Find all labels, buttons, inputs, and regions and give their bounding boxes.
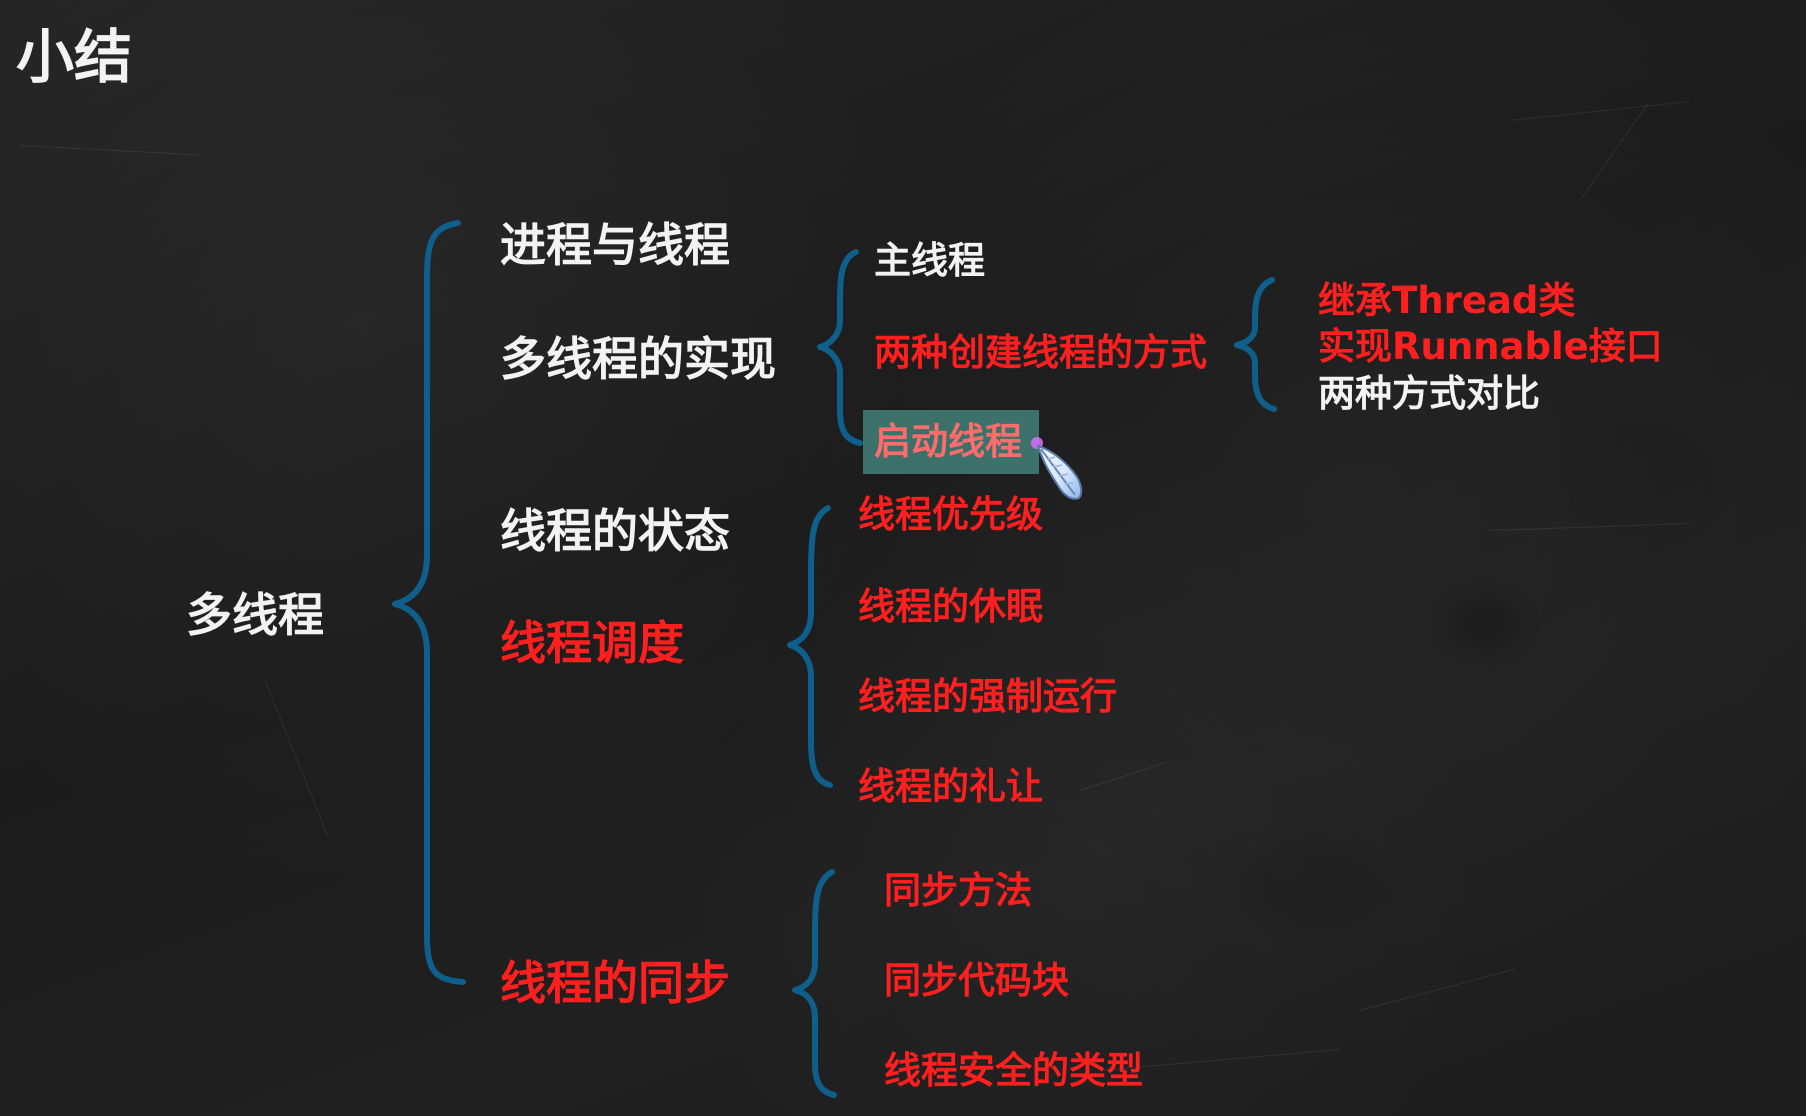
creation-methods-brace — [1234, 277, 1277, 412]
subtopic-start-thread: 启动线程 — [874, 420, 1022, 463]
chalk-smudge — [1560, 420, 1720, 540]
scheduling-join: 线程的强制运行 — [858, 675, 1117, 718]
sync-method: 同步方法 — [884, 869, 1032, 912]
method-extend-thread: 继承Thread类 — [1318, 279, 1576, 322]
selected-item-highlight — [863, 410, 1039, 474]
method-implement-runnable: 实现Runnable接口 — [1318, 325, 1663, 368]
topic-thread-synchronization: 线程的同步 — [500, 956, 730, 1010]
chalk-smudge — [1450, 600, 1520, 648]
topic-multithread-implementation: 多线程的实现 — [500, 332, 776, 386]
subtopic-thread-creation-methods: 两种创建线程的方式 — [874, 331, 1207, 374]
feather-pointer-icon — [1031, 437, 1083, 500]
scheduling-yield: 线程的礼让 — [858, 765, 1043, 808]
topic-thread-state: 线程的状态 — [500, 504, 730, 558]
root-brace — [392, 220, 466, 985]
subtopic-main-thread: 主线程 — [874, 239, 985, 282]
page-title: 小结 — [16, 23, 133, 91]
implementation-brace — [817, 249, 863, 446]
chalk-smudge — [1250, 840, 1380, 930]
thread-safe-types: 线程安全的类型 — [884, 1049, 1143, 1092]
sync-block: 同步代码块 — [884, 959, 1069, 1002]
sync-brace — [792, 869, 837, 1098]
root-topic: 多线程 — [186, 588, 324, 642]
topic-thread-scheduling: 线程调度 — [500, 616, 684, 670]
scheduling-sleep: 线程的休眠 — [858, 585, 1043, 628]
method-comparison: 两种方式对比 — [1318, 372, 1540, 415]
scheduling-priority: 线程优先级 — [858, 493, 1043, 536]
topic-process-thread: 进程与线程 — [500, 218, 730, 272]
scheduling-brace — [787, 505, 833, 788]
